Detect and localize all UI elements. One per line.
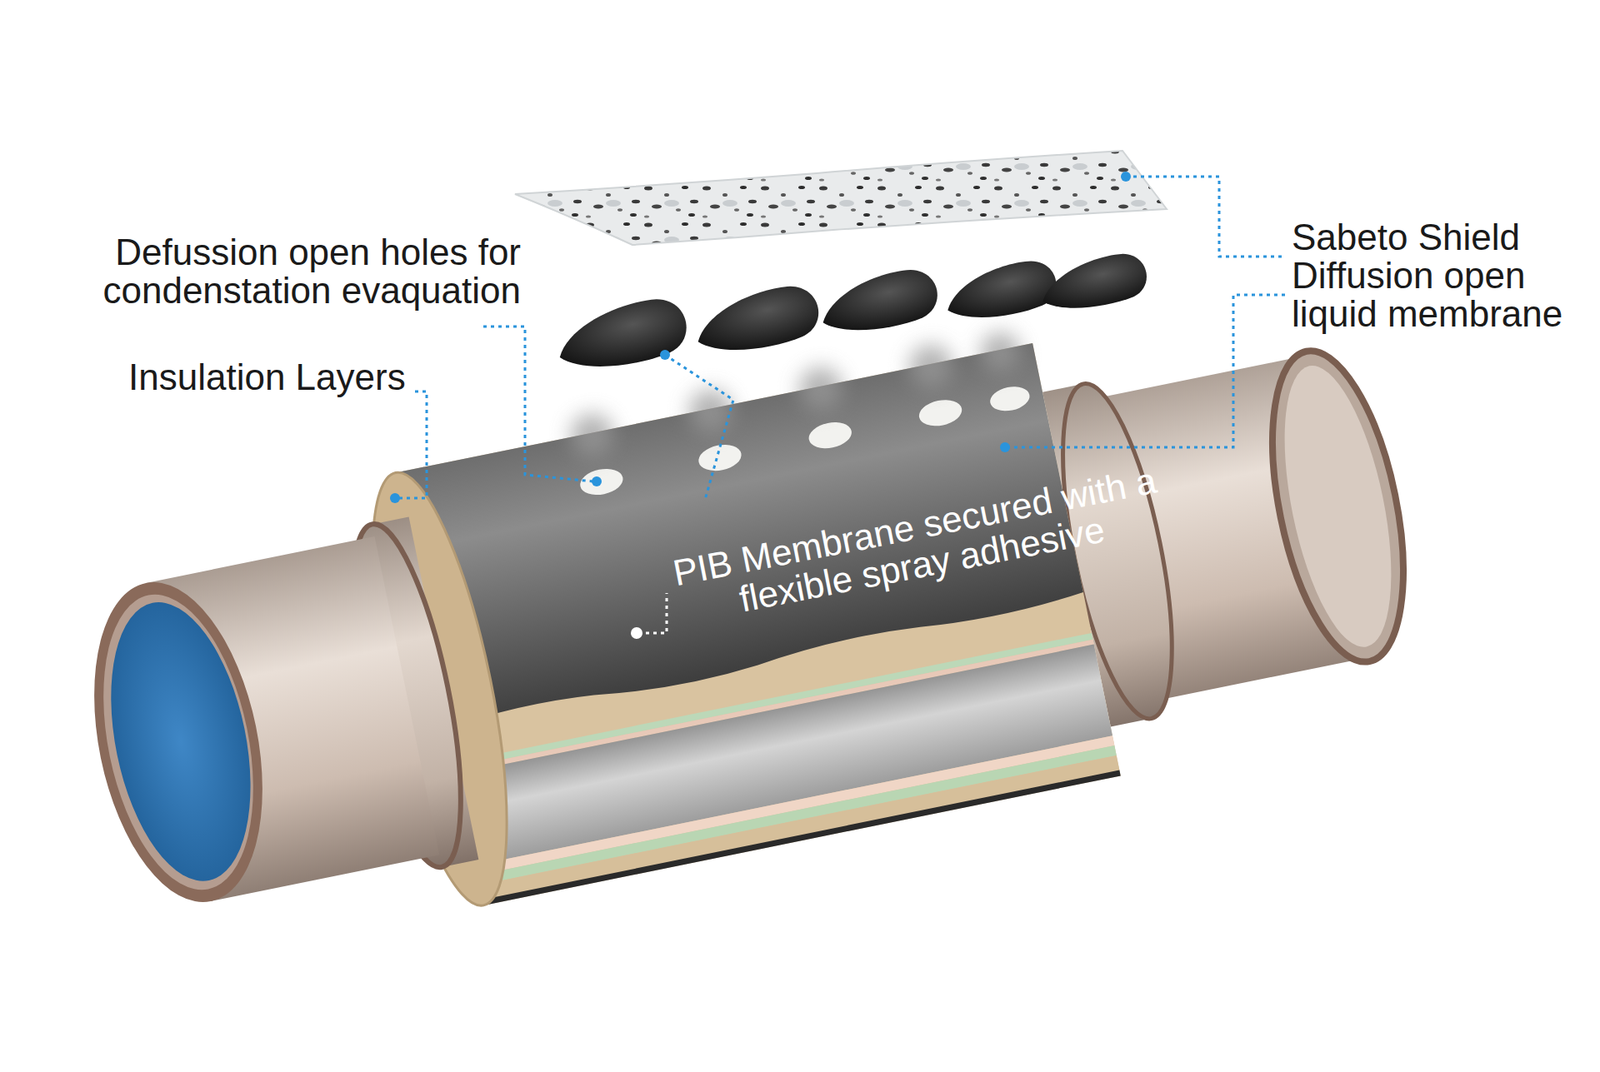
pipe-assembly — [52, 260, 1439, 975]
leader-lines — [398, 176, 1285, 500]
membrane-patches — [551, 249, 1151, 379]
leader-line-white — [638, 593, 667, 634]
callout-label: Defussion open holes for condenstation e… — [70, 233, 521, 310]
membrane-label: PIB Membrane secured with a flexible spr… — [665, 460, 1172, 632]
callout-label: Sabeto Shield Diffusion open liquid memb… — [1291, 218, 1592, 334]
liquid-membrane-sheet — [515, 150, 1167, 245]
leader-dot-white — [630, 627, 643, 640]
callout-label: Insulation Layers — [128, 358, 462, 397]
leader-dots — [390, 171, 1131, 504]
